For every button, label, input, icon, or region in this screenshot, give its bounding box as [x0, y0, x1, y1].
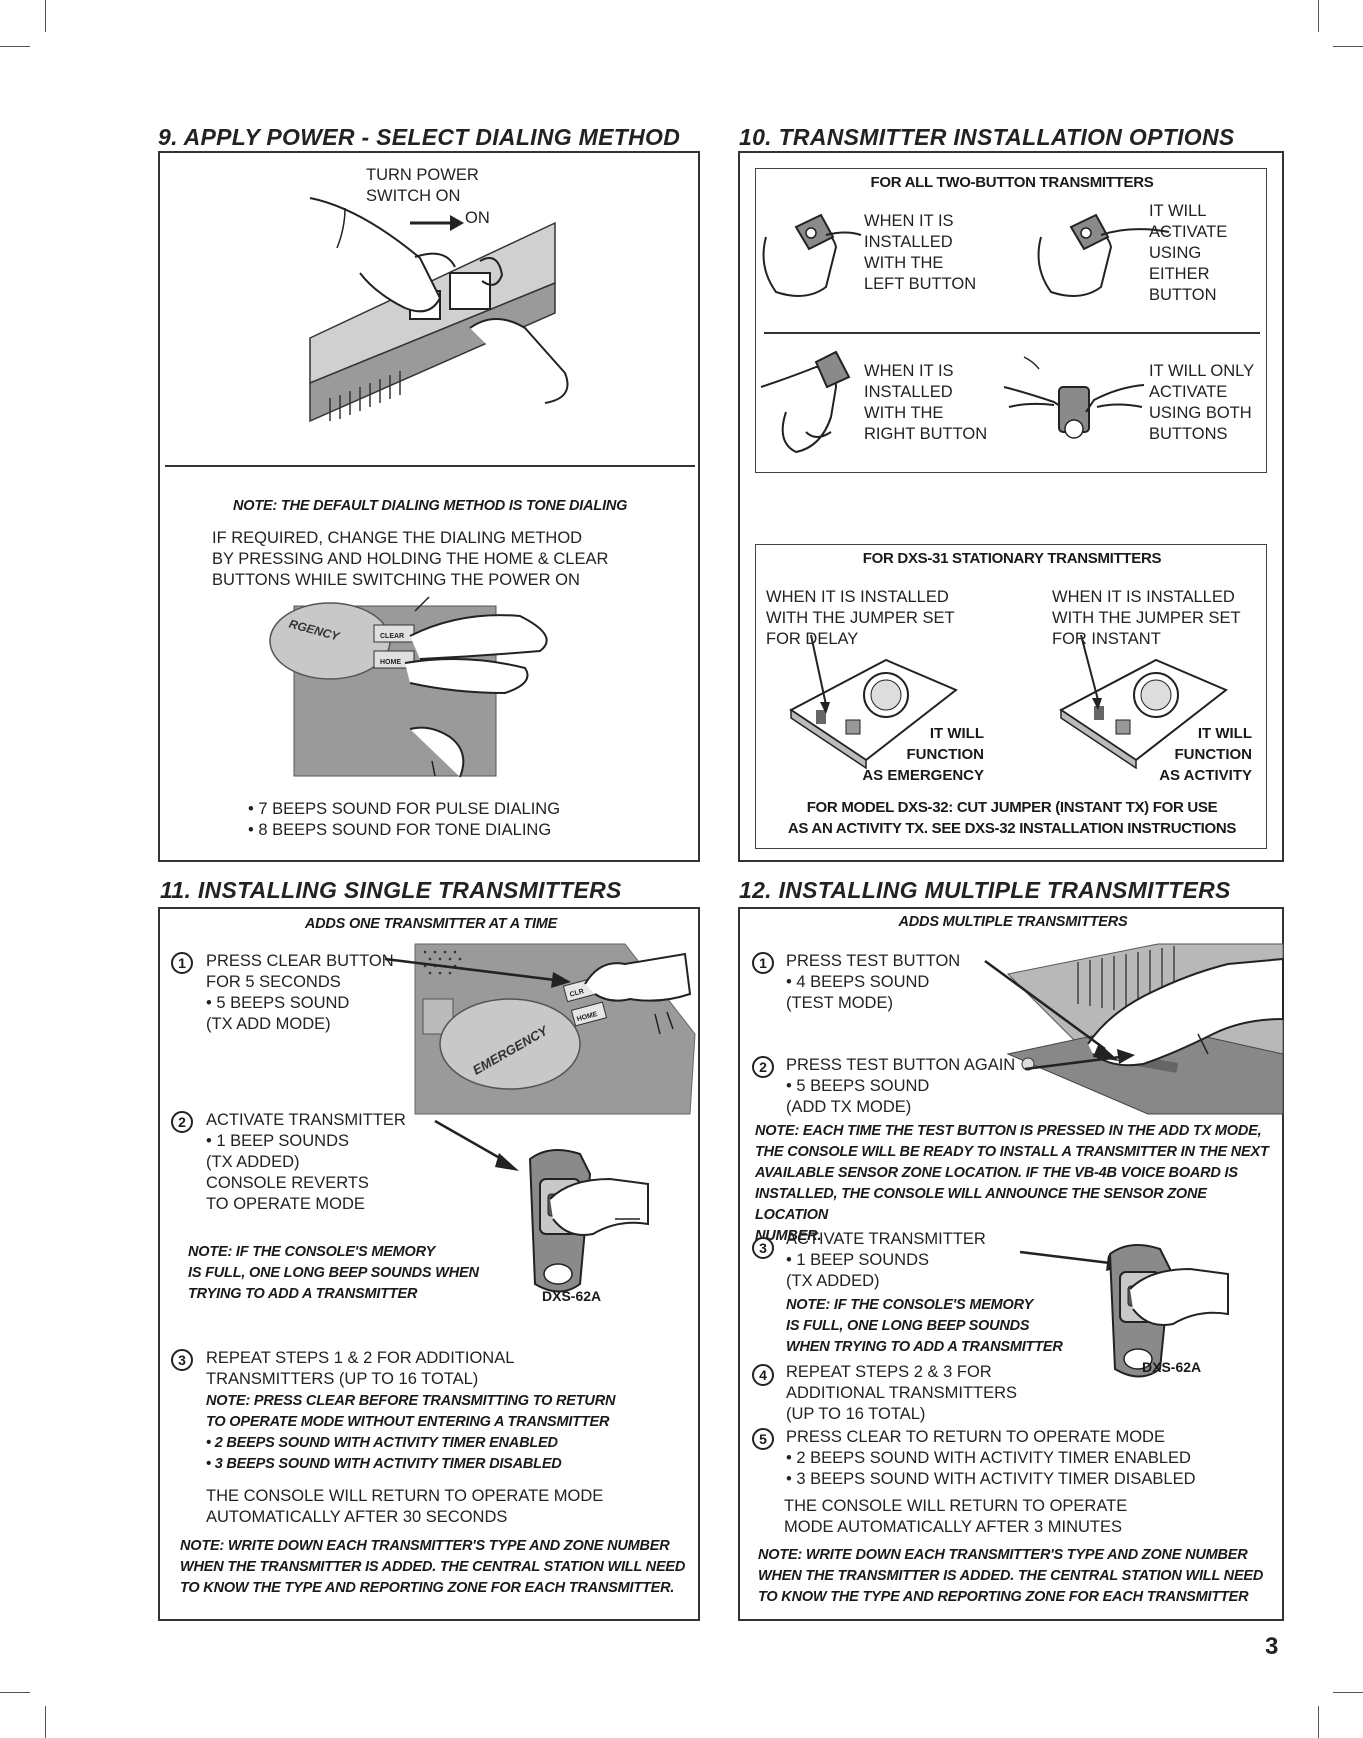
function-activity: IT WILL FUNCTION AS ACTIVITY [1159, 725, 1252, 784]
section-9-title: 9. APPLY POWER - SELECT DIALING METHOD [158, 124, 681, 150]
right-button-text: WHEN IT IS INSTALLED WITH THE RIGHT BUTT… [864, 362, 988, 443]
both-buttons-illustration [1003, 356, 1145, 439]
crop-mark [45, 0, 46, 32]
home-clear-illustration: RGENCY CLEAR HOME [269, 596, 548, 778]
section-11-final-note: NOTE: WRITE DOWN EACH TRANSMITTER'S TYPE… [180, 1538, 686, 1596]
step-2-number: 2 [171, 1111, 193, 1133]
crop-mark [45, 1706, 46, 1738]
step-5-number: 5 [752, 1428, 774, 1450]
step-3-auto-return: THE CONSOLE WILL RETURN TO OPERATE MODE … [206, 1487, 604, 1526]
test-button-illustration [1006, 943, 1284, 1115]
step-1-arrow [984, 959, 1119, 1061]
step-2-number: 2 [752, 1056, 774, 1078]
crop-mark [0, 46, 30, 47]
delay-jumper-illustration [789, 634, 958, 770]
both-buttons-text: IT WILL ONLY ACTIVATE USING BOTH BUTTONS [1149, 362, 1255, 443]
step-2-memory-note: NOTE: IF THE CONSOLE'S MEMORY IS FULL, O… [188, 1244, 479, 1302]
step-1-number: 1 [752, 952, 774, 974]
step-5-auto-return: THE CONSOLE WILL RETURN TO OPERATE MODE … [784, 1497, 1128, 1536]
step-3-memory-note: NOTE: IF THE CONSOLE'S MEMORY IS FULL, O… [786, 1297, 1063, 1355]
tone-beeps: • 8 BEEPS SOUND FOR TONE DIALING [248, 821, 552, 839]
crop-mark [1333, 46, 1363, 47]
right-button-illustration [760, 350, 851, 454]
section-9-panel: TURN POWER SWITCH ON ON NOTE: THE DEFAUL… [158, 151, 700, 862]
step-3-clear-note: NOTE: PRESS CLEAR BEFORE TRANSMITTING TO… [206, 1393, 616, 1472]
step-2-model: DXS-62A [542, 1288, 602, 1304]
add-tx-note: NOTE: EACH TIME THE TEST BUTTON IS PRESS… [755, 1123, 1269, 1244]
step-3-model: DXS-62A [1142, 1359, 1202, 1375]
step-3-text: ACTIVATE TRANSMITTER • 1 BEEP SOUNDS (TX… [786, 1230, 986, 1290]
step-2-text: ACTIVATE TRANSMITTER • 1 BEEP SOUNDS (TX… [206, 1111, 406, 1213]
dialing-instructions: IF REQUIRED, CHANGE THE DIALING METHOD B… [212, 529, 609, 589]
crop-mark [1333, 1692, 1363, 1693]
two-button-divider [764, 332, 1260, 334]
pendant-transmitter-illustration [1108, 1244, 1229, 1378]
dxs31-box: FOR DXS-31 STATIONARY TRANSMITTERS WHEN … [755, 544, 1267, 849]
page-number: 3 [1265, 1633, 1279, 1660]
jumper-instant-text: WHEN IT IS INSTALLED WITH THE JUMPER SET… [1052, 588, 1241, 648]
left-button-text: WHEN IT IS INSTALLED WITH THE LEFT BUTTO… [864, 212, 977, 293]
section-12-title: 12. INSTALLING MULTIPLE TRANSMITTERS [739, 877, 1231, 903]
step-2-text: PRESS TEST BUTTON AGAIN • 5 BEEPS SOUND … [786, 1056, 1016, 1116]
clear-button-illustration: EMERGENCY CLR HOME [414, 943, 696, 1115]
step-3-text: REPEAT STEPS 1 & 2 FOR ADDITIONAL TRANSM… [206, 1349, 515, 1388]
function-emergency: IT WILL FUNCTION AS EMERGENCY [862, 725, 984, 784]
step-1-arrow [384, 957, 571, 988]
pendant-transmitter-illustration [528, 1149, 649, 1293]
clear-button-label: CLEAR [380, 633, 404, 640]
section-11-title: 11. INSTALLING SINGLE TRANSMITTERS [160, 877, 622, 903]
either-button-text: IT WILL ACTIVATE USING EITHER BUTTON [1149, 202, 1228, 304]
dialing-note: NOTE: THE DEFAULT DIALING METHOD IS TONE… [233, 498, 628, 514]
step-4-number: 4 [752, 1364, 774, 1386]
console-clear-label: CLR [569, 988, 585, 998]
section-11-panel: ADDS ONE TRANSMITTER AT A TIME 1 PRESS C… [158, 907, 700, 1621]
crop-mark [1318, 0, 1319, 32]
turn-power-text: TURN POWER SWITCH ON [366, 166, 479, 205]
step-1-text: PRESS TEST BUTTON • 4 BEEPS SOUND (TEST … [786, 952, 961, 1012]
section-9-divider [165, 465, 695, 467]
instant-jumper-illustration [1059, 634, 1228, 770]
crop-mark [1318, 1706, 1319, 1738]
jumper-delay-text: WHEN IT IS INSTALLED WITH THE JUMPER SET… [766, 588, 955, 648]
either-button-illustration [1037, 213, 1170, 297]
crop-mark [0, 1692, 30, 1693]
section-11-subtitle: ADDS ONE TRANSMITTER AT A TIME [304, 916, 558, 932]
step-2-arrow [1024, 1049, 1135, 1071]
two-button-header: FOR ALL TWO-BUTTON TRANSMITTERS [870, 174, 1154, 191]
step-5-text: PRESS CLEAR TO RETURN TO OPERATE MODE • … [786, 1428, 1196, 1488]
on-label: ON [465, 209, 490, 227]
two-button-box: FOR ALL TWO-BUTTON TRANSMITTERS WHEN IT … [755, 168, 1267, 473]
step-3-number: 3 [752, 1237, 774, 1259]
home-button-label: HOME [380, 659, 401, 666]
dxs31-header: FOR DXS-31 STATIONARY TRANSMITTERS [862, 550, 1162, 567]
step-3-number: 3 [171, 1349, 193, 1371]
section-10-panel: FOR ALL TWO-BUTTON TRANSMITTERS WHEN IT … [738, 151, 1284, 862]
left-button-illustration [762, 213, 862, 297]
section-12-panel: ADDS MULTIPLE TRANSMITTERS 1 PRESS TEST … [738, 907, 1284, 1621]
dxs32-note: FOR MODEL DXS-32: CUT JUMPER (INSTANT TX… [787, 799, 1237, 837]
section-12-final-note: NOTE: WRITE DOWN EACH TRANSMITTER'S TYPE… [758, 1547, 1264, 1605]
step-4-text: REPEAT STEPS 2 & 3 FOR ADDITIONAL TRANSM… [786, 1363, 1018, 1423]
section-10-title: 10. TRANSMITTER INSTALLATION OPTIONS [739, 124, 1235, 150]
step-1-number: 1 [171, 952, 193, 974]
step-2-arrow [434, 1119, 519, 1171]
section-12-subtitle: ADDS MULTIPLE TRANSMITTERS [898, 914, 1128, 930]
power-switch-illustration [309, 197, 569, 423]
pulse-beeps: • 7 BEEPS SOUND FOR PULSE DIALING [248, 800, 561, 818]
step-1-text: PRESS CLEAR BUTTON FOR 5 SECONDS • 5 BEE… [206, 952, 394, 1033]
